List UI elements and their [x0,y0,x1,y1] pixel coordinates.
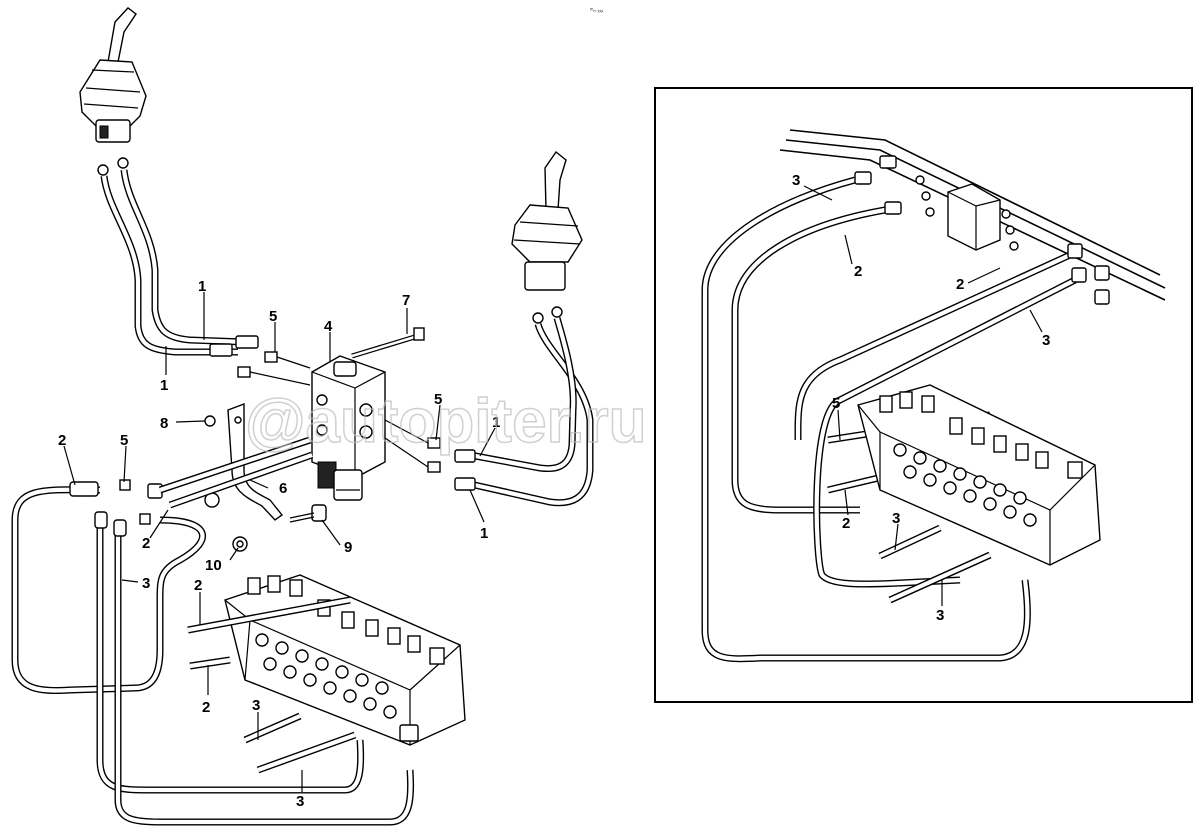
callout-detail-2-c: 2 [842,515,850,532]
callout-3-b: 3 [252,697,260,714]
callout-detail-3-d: 3 [936,607,944,624]
right-joystick [511,150,583,324]
callout-6: 6 [279,480,287,497]
solenoid-valve-block [311,355,386,501]
callout-2-b: 2 [142,535,150,552]
left-joystick-hoses [100,169,259,357]
callout-4: 4 [324,318,333,335]
mounting-bolt-long [351,327,425,359]
callout-detail-2-b: 2 [956,276,964,293]
callout-8: 8 [160,415,168,432]
callouts-left: 1 1 5 4 7 8 5 1 1 5 2 6 9 10 2 3 2 2 3 3 [58,278,500,810]
adapter-fittings-upper [237,351,311,386]
right-joystick-hoses [384,317,594,507]
callout-2-d: 2 [202,699,210,716]
leader-lines-detail [803,185,1043,606]
nut [232,536,248,552]
callout-5-c: 5 [120,432,128,449]
callout-detail-3-b: 3 [1042,332,1050,349]
leader-lines-left [63,292,496,792]
callout-detail-3-c: 3 [892,510,900,527]
callout-5-a: 5 [269,308,277,325]
callout-2-a: 2 [58,432,66,449]
callout-1-c: 1 [492,414,500,431]
callout-1-a: 1 [198,278,206,295]
callout-3-a: 3 [142,575,150,592]
detail-frame [654,87,1193,703]
callout-10: 10 [205,557,222,574]
callout-2-c: 2 [194,577,202,594]
callout-detail-2-a: 2 [854,263,862,280]
callout-5-b: 5 [434,391,442,408]
watermark: @autopiter.ru [245,387,647,456]
callout-9: 9 [344,539,352,556]
left-joystick [79,7,147,176]
detail-control-valve-bank [857,384,1101,566]
callout-7: 7 [402,292,410,309]
screw-small [204,415,216,427]
long-hoses-left [11,436,415,826]
callouts-detail: 3 2 2 3 5 2 3 3 [792,172,1050,624]
corner-mark: ᵐₙ ₓₓₓ [590,8,603,14]
callout-detail-5: 5 [832,395,840,412]
main-control-valve-bank [187,574,466,774]
callout-1-b: 1 [160,377,168,394]
callout-3-c: 3 [296,793,304,810]
detail-valve-block [915,175,1019,251]
callout-1-d: 1 [480,525,488,542]
screw-medium [289,504,327,523]
callout-detail-3-a: 3 [792,172,800,189]
